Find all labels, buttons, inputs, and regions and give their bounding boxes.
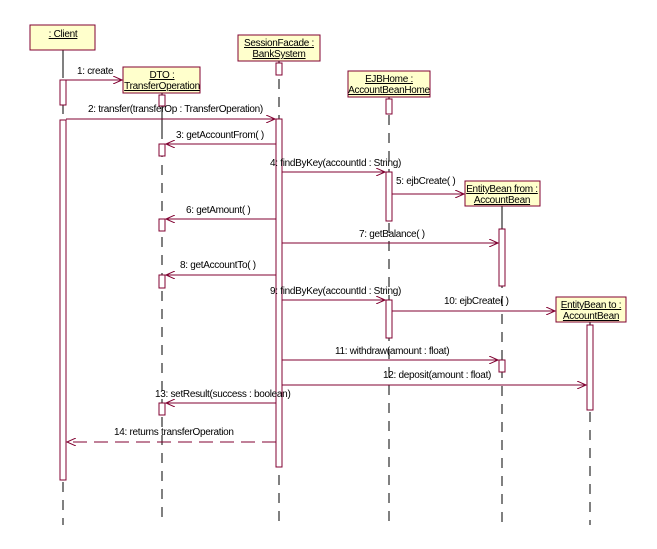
message-label-14: 14: returns transferOperation	[114, 427, 234, 438]
object-home-label-1: EJBHome :	[365, 74, 413, 85]
object-from-label-1: EntityBean from :	[466, 184, 538, 195]
message-label-6: 6: getAmount( )	[186, 205, 250, 216]
object-home[interactable]: EJBHome : AccountBeanHome	[347, 70, 431, 98]
object-session-label-1: SessionFacade :	[244, 38, 314, 49]
message-label-1: 1: create	[77, 66, 114, 77]
activation-client-1	[59, 79, 67, 106]
activation-dto-6	[158, 218, 166, 232]
activations	[59, 62, 594, 481]
activation-client-2	[59, 119, 67, 481]
object-to-label-1: EntityBean to :	[561, 300, 622, 311]
object-dto-label-1: DTO :	[150, 70, 175, 81]
message-label-10: 10: ejbCreate( )	[444, 296, 509, 307]
object-home-label-2: AccountBeanHome	[348, 85, 430, 96]
message-label-4: 4: findByKey(accountId : String)	[270, 158, 401, 169]
messages	[66, 80, 586, 442]
activation-session-main	[275, 118, 283, 468]
activation-dto-8	[158, 274, 166, 289]
message-label-9: 9: findByKey(accountId : String)	[270, 286, 401, 297]
activation-from-7	[498, 228, 506, 287]
object-to-label-2: AccountBean	[563, 311, 619, 322]
activation-home-0	[385, 98, 393, 115]
activation-dto-0	[158, 94, 166, 107]
activation-to	[586, 324, 594, 411]
object-dto-label-2: TransferOperation	[124, 81, 200, 92]
activation-home-9	[385, 299, 393, 339]
message-label-11: 11: withdraw(amount : float)	[335, 346, 449, 357]
object-client-label: : Client	[49, 29, 78, 40]
message-label-8: 8: getAccountTo( )	[180, 260, 256, 271]
message-label-12: 12: deposit(amount : float)	[383, 370, 491, 381]
activation-home-4	[385, 171, 393, 222]
objects: : Client DTO : TransferOperation Session…	[29, 24, 627, 323]
message-labels: 1: create 2: transfer(transferOp : Trans…	[77, 66, 509, 438]
object-entity-to[interactable]: EntityBean to : AccountBean	[555, 296, 627, 323]
message-label-3: 3: getAccountFrom( )	[176, 130, 264, 141]
message-label-5: 5: ejbCreate( )	[396, 176, 455, 187]
object-client[interactable]: : Client	[29, 24, 96, 51]
object-dto[interactable]: DTO : TransferOperation	[122, 66, 201, 94]
activation-from-11	[498, 359, 506, 373]
activation-dto-3	[158, 143, 166, 157]
message-label-7: 7: getBalance( )	[359, 229, 425, 240]
object-from-label-2: AccountBean	[474, 195, 530, 206]
message-label-13: 13: setResult(success : boolean)	[155, 389, 290, 400]
activation-dto-13	[158, 402, 166, 416]
object-session-label-2: BankSystem	[252, 49, 305, 60]
object-session[interactable]: SessionFacade : BankSystem	[237, 34, 321, 62]
activation-session-0	[275, 62, 283, 76]
message-label-2: 2: transfer(transferOp : TransferOperati…	[88, 104, 263, 115]
object-entity-from[interactable]: EntityBean from : AccountBean	[464, 180, 541, 207]
